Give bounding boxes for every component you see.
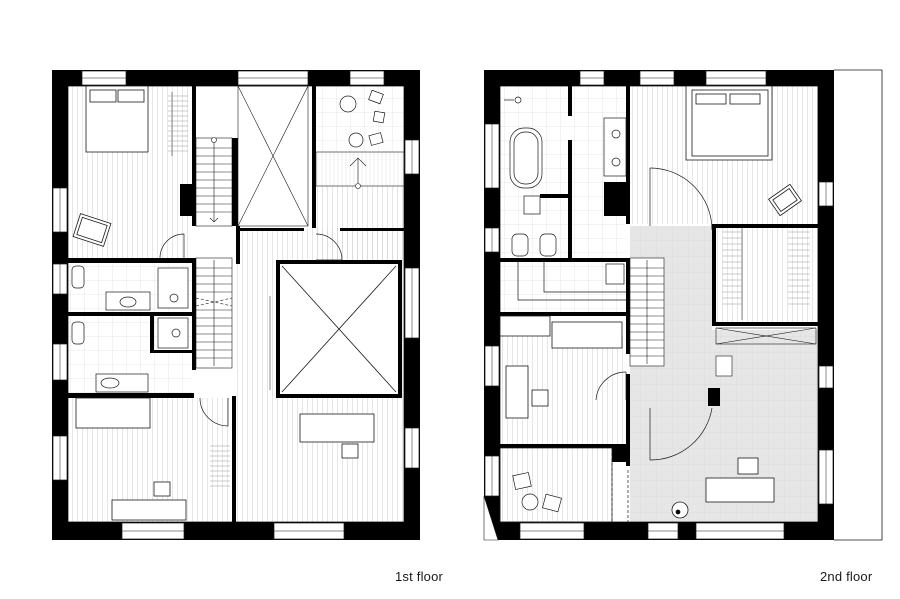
interior-walls (68, 86, 404, 522)
sliding-panel (715, 327, 817, 377)
interior-walls-second (500, 86, 818, 466)
utility-fixtures (517, 262, 626, 301)
bed (85, 85, 149, 153)
utility-floor (500, 262, 626, 312)
open-hall-furniture (671, 457, 775, 519)
master-bath-fixtures (504, 96, 627, 285)
closet-wardrobes (722, 226, 810, 320)
closet-floor (716, 226, 818, 326)
void-upper (237, 85, 309, 227)
terrace-furniture (339, 89, 386, 148)
first-floor-label: 1st floor (395, 569, 444, 584)
stair-lower (195, 257, 233, 369)
stair-second (629, 257, 665, 367)
void-central (269, 260, 402, 398)
desk-lower-left (75, 397, 187, 521)
adjacent-building (834, 69, 883, 541)
upper-right-room-floor (316, 186, 404, 262)
second-floor-label: 2nd floor (820, 569, 873, 584)
wardrobe-2 (210, 445, 230, 487)
second-floor-plan (483, 69, 883, 541)
stair-upper (195, 137, 233, 227)
balcony-furniture (499, 447, 613, 523)
doors-first (159, 233, 343, 427)
table-first (299, 413, 375, 459)
terrace-steps (315, 151, 405, 189)
master-bed (685, 85, 773, 161)
doors-second (595, 167, 713, 522)
armchair (72, 213, 112, 247)
study-furniture (499, 315, 623, 419)
first-floor-plan (52, 70, 420, 540)
wardrobe-1 (168, 92, 188, 156)
bath-fixtures-1 (71, 265, 189, 393)
armchair-second (768, 183, 802, 217)
